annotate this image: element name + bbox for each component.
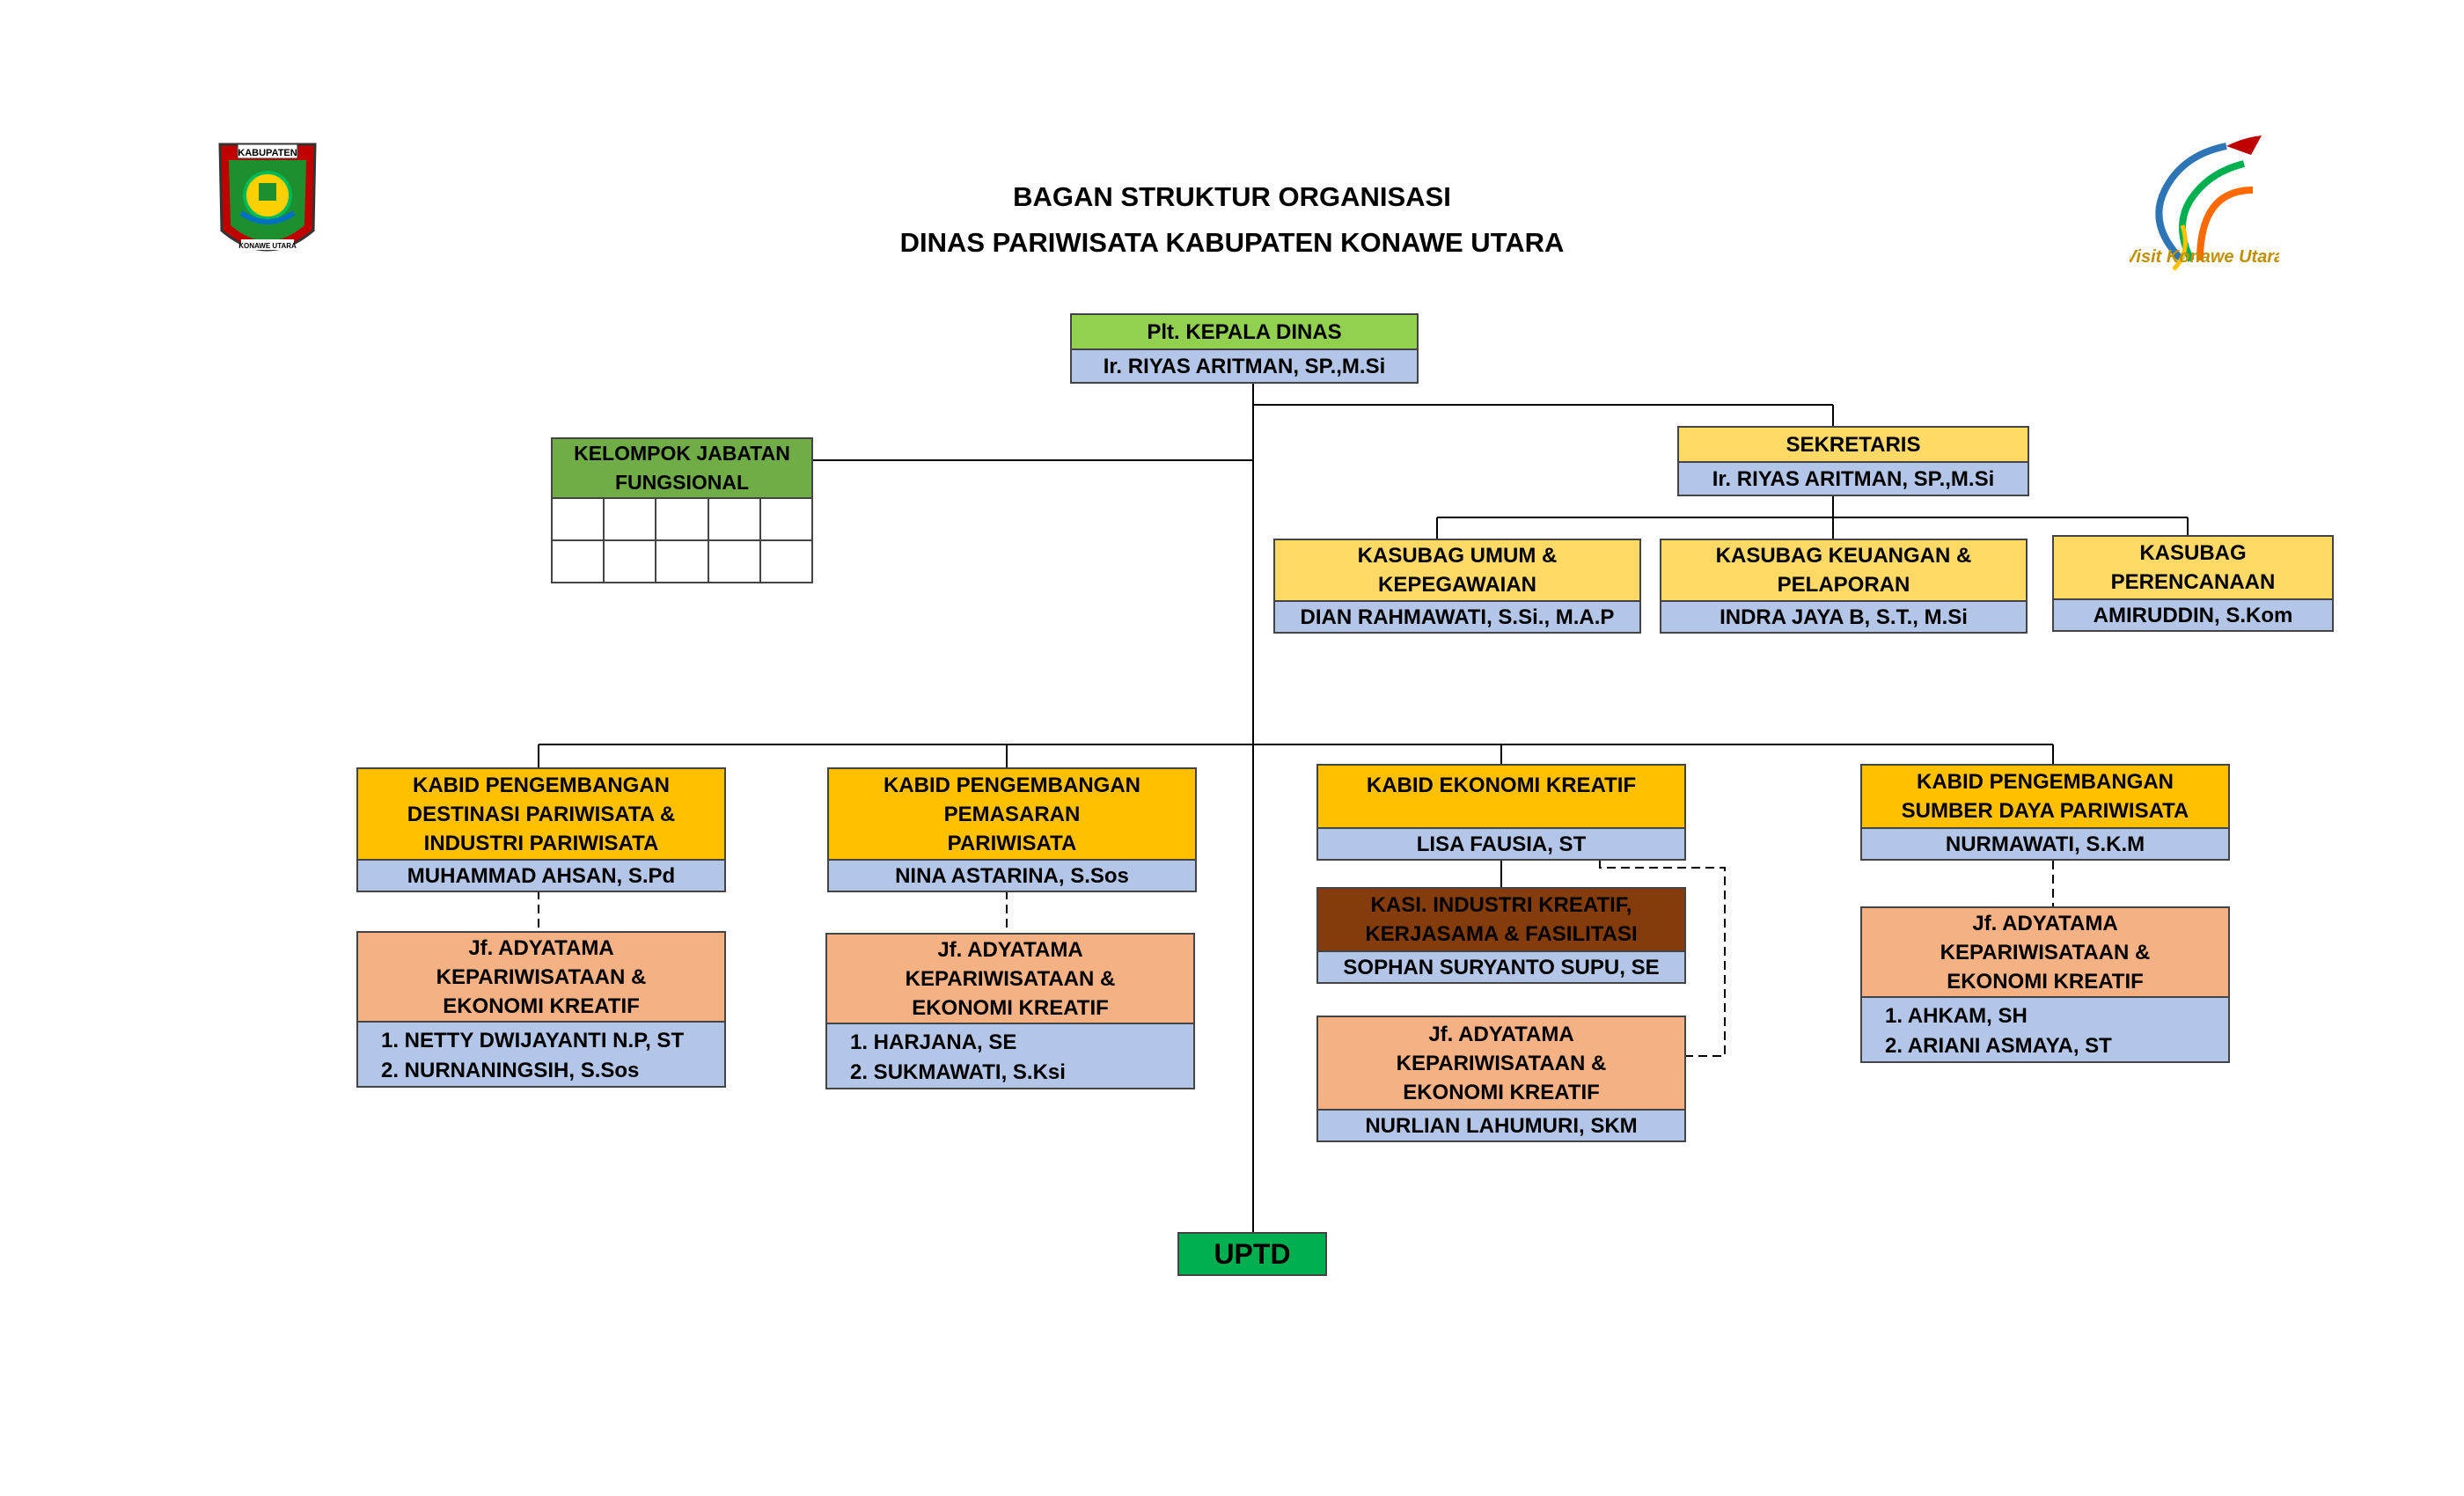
sekretaris-box: SEKRETARIS Ir. RIYAS ARITMAN, SP.,M.Si (1677, 426, 2029, 496)
visit-konawe-utara-logo: Visit Konawe Utara (2130, 136, 2279, 271)
kasubag-keuangan-name: INDRA JAYA B, S.T., M.Si (1661, 600, 2026, 632)
svg-text:Visit Konawe Utara: Visit Konawe Utara (2130, 247, 2279, 267)
kasubag-keuangan-box: KASUBAG KEUANGAN & PELAPORAN INDRA JAYA … (1660, 539, 2028, 634)
kasubag-umum-name: DIAN RAHMAWATI, S.Si., M.A.P (1275, 600, 1639, 632)
kasi-industri-kreatif-name: SOPHAN SURYANTO SUPU, SE (1318, 950, 1684, 982)
kabid-destinasi-name: MUHAMMAD AHSAN, S.Pd (358, 859, 724, 891)
jf-sumber-daya-members: 1. AHKAM, SH 2. ARIANI ASMAYA, ST (1862, 996, 2228, 1061)
kepala-dinas-box: Plt. KEPALA DINAS Ir. RIYAS ARITMAN, SP.… (1070, 313, 1419, 384)
kabid-sumber-daya-box: KABID PENGEMBANGAN SUMBER DAYA PARIWISAT… (1860, 764, 2230, 861)
kasubag-perencanaan-name: AMIRUDDIN, S.Kom (2054, 598, 2332, 630)
jf-sumber-daya-box: Jf. ADYATAMA KEPARIWISATAAN & EKONOMI KR… (1860, 906, 2230, 1063)
kasubag-perencanaan-box: KASUBAG PERENCANAAN AMIRUDDIN, S.Kom (2052, 535, 2334, 632)
kasubag-keuangan-title: KASUBAG KEUANGAN & PELAPORAN (1661, 540, 2026, 600)
jf-pemasaran-members: 1. HARJANA, SE 2. SUKMAWATI, S.Ksi (827, 1023, 1193, 1088)
jf-ekonomi-kreatif-name: NURLIAN LAHUMURI, SKM (1318, 1109, 1684, 1140)
jf-ekonomi-kreatif-box: Jf. ADYATAMA KEPARIWISATAAN & EKONOMI KR… (1316, 1016, 1686, 1142)
page-title-line2: DINAS PARIWISATA KABUPATEN KONAWE UTARA (899, 227, 1565, 258)
kabid-sumber-daya-name: NURMAWATI, S.K.M (1862, 827, 2228, 859)
jf-ekonomi-kreatif-title: Jf. ADYATAMA KEPARIWISATAAN & EKONOMI KR… (1318, 1017, 1684, 1109)
kabid-destinasi-box: KABID PENGEMBANGAN DESTINASI PARIWISATA … (356, 767, 726, 892)
kabid-pemasaran-name: NINA ASTARINA, S.Sos (829, 859, 1195, 891)
kabid-destinasi-title: KABID PENGEMBANGAN DESTINASI PARIWISATA … (358, 769, 724, 859)
jf-destinasi-title: Jf. ADYATAMA KEPARIWISATAAN & EKONOMI KR… (358, 933, 724, 1021)
jf-destinasi-box: Jf. ADYATAMA KEPARIWISATAAN & EKONOMI KR… (356, 931, 726, 1088)
fungsional-grid (550, 497, 814, 583)
kasubag-umum-title: KASUBAG UMUM & KEPEGAWAIAN (1275, 540, 1639, 600)
kepala-dinas-name: Ir. RIYAS ARITMAN, SP.,M.Si (1072, 348, 1417, 382)
kabupaten-logo: KABUPATEN KONAWE UTARA (218, 143, 317, 252)
jf-pemasaran-title: Jf. ADYATAMA KEPARIWISATAAN & EKONOMI KR… (827, 935, 1193, 1023)
kasi-industri-kreatif-box: KASI. INDUSTRI KREATIF, KERJASAMA & FASI… (1316, 887, 1686, 984)
uptd-box: UPTD (1177, 1232, 1327, 1276)
jf-sumber-daya-title: Jf. ADYATAMA KEPARIWISATAAN & EKONOMI KR… (1862, 908, 2228, 996)
jf-pemasaran-box: Jf. ADYATAMA KEPARIWISATAAN & EKONOMI KR… (825, 933, 1195, 1089)
kabid-ekonomi-kreatif-name: LISA FAUSIA, ST (1318, 827, 1684, 859)
kelompok-fungsional-box: KELOMPOK JABATAN FUNGSIONAL (551, 437, 813, 499)
sekretaris-name: Ir. RIYAS ARITMAN, SP.,M.Si (1679, 461, 2028, 495)
list-item: 1. NETTY DWIJAYANTI N.P, ST (381, 1029, 685, 1052)
jf-destinasi-members: 1. NETTY DWIJAYANTI N.P, ST 2. NURNANING… (358, 1021, 724, 1086)
list-item: 1. HARJANA, SE (850, 1030, 1017, 1054)
list-item: 1. AHKAM, SH (1885, 1004, 2028, 1028)
kasi-industri-kreatif-title: KASI. INDUSTRI KREATIF, KERJASAMA & FASI… (1318, 889, 1684, 950)
svg-text:KABUPATEN: KABUPATEN (238, 148, 297, 158)
kabid-ekonomi-kreatif-box: KABID EKONOMI KREATIF LISA FAUSIA, ST (1316, 764, 1686, 861)
kepala-dinas-title: Plt. KEPALA DINAS (1072, 315, 1417, 348)
list-item: 2. SUKMAWATI, S.Ksi (850, 1060, 1066, 1084)
list-item: 2. NURNANINGSIH, S.Sos (381, 1059, 640, 1082)
kabid-pemasaran-box: KABID PENGEMBANGAN PEMASARAN PARIWISATA … (827, 767, 1197, 892)
kasubag-umum-box: KASUBAG UMUM & KEPEGAWAIAN DIAN RAHMAWAT… (1273, 539, 1641, 634)
list-item: 2. ARIANI ASMAYA, ST (1885, 1034, 2112, 1058)
kasubag-perencanaan-title: KASUBAG PERENCANAAN (2054, 537, 2332, 598)
kabid-pemasaran-title: KABID PENGEMBANGAN PEMASARAN PARIWISATA (829, 769, 1195, 859)
uptd-label: UPTD (1214, 1237, 1291, 1270)
sekretaris-title: SEKRETARIS (1679, 428, 2028, 461)
kabid-ekonomi-kreatif-title: KABID EKONOMI KREATIF (1318, 766, 1684, 827)
svg-text:KONAWE UTARA: KONAWE UTARA (238, 242, 297, 250)
kelompok-fungsional-title: KELOMPOK JABATAN FUNGSIONAL (553, 439, 811, 497)
kabid-sumber-daya-title: KABID PENGEMBANGAN SUMBER DAYA PARIWISAT… (1862, 766, 2228, 827)
page-title-line1: BAGAN STRUKTUR ORGANISASI (1013, 181, 1451, 212)
